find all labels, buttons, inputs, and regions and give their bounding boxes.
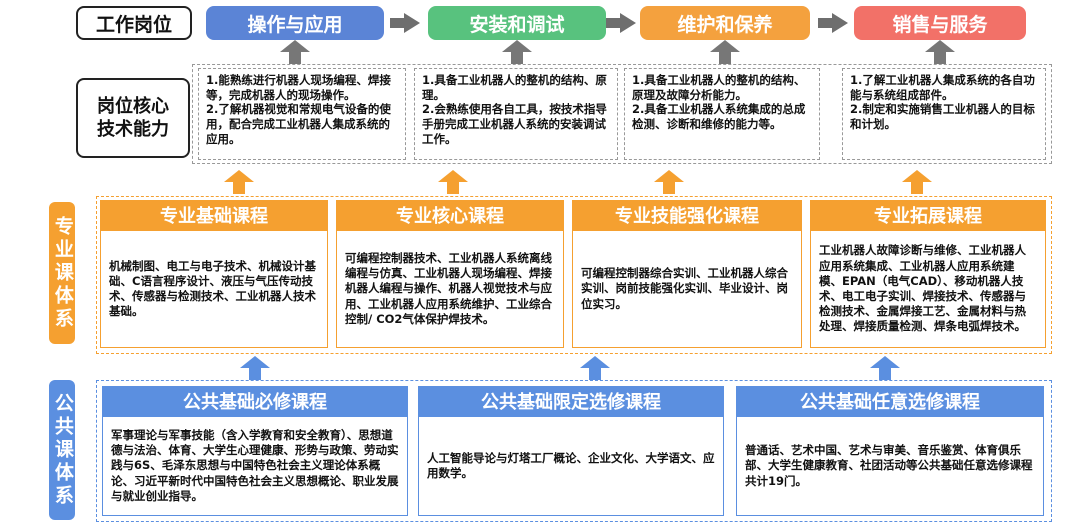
- course-content-free-elective: 普通话、艺术中国、艺术与审美、音乐鉴赏、体育俱乐部、大学生健康教育、社团活动等公…: [736, 416, 1044, 516]
- course-title-free-elective: 公共基础任意选修课程: [736, 386, 1044, 416]
- up-arrow-icon: [870, 356, 900, 380]
- up-arrow-icon: [502, 40, 532, 64]
- public-system-label: 公共课体系: [49, 380, 75, 520]
- course-title-skill: 专业技能强化课程: [572, 200, 802, 230]
- right-arrow-icon: [818, 13, 848, 33]
- up-arrow-icon: [710, 40, 740, 64]
- core-ability-installation: 1.具备工业机器人的整机的结构、原理。 2.会熟练使用各自工具，按技术指导手册完…: [414, 68, 618, 160]
- core-ability-operation: 1.能熟练进行机器人现场编程、焊接等，完成机器人的现场操作。 2.了解机器视觉和…: [198, 68, 406, 160]
- public-frame: [96, 380, 1052, 522]
- course-content-extension: 工业机器人故障诊断与维修、工业机器人应用系统集成、工业机器人应用系统建模、EPA…: [810, 230, 1046, 348]
- up-arrow-icon: [580, 356, 610, 380]
- professional-frame: [96, 196, 1052, 354]
- course-content-skill: 可编程控制器综合实训、工业机器人综合实训、岗前技能强化实训、毕业设计、岗位实习。: [572, 230, 802, 348]
- course-content-compulsory: 军事理论与军事技能（含入学教育和安全教育）、思想道德与法治、体育、大学生心理健康…: [102, 416, 408, 516]
- up-arrow-icon: [654, 170, 684, 194]
- job-position-label: 工作岗位: [76, 6, 192, 40]
- course-title-compulsory: 公共基础必修课程: [102, 386, 408, 416]
- stage-installation-debugging: 安装和调试: [428, 6, 606, 40]
- course-content-core: 可编程控制器技术、工业机器人系统离线编程与仿真、工业机器人现场编程、焊接机器人编…: [336, 230, 564, 348]
- core-ability-sales: 1.了解工业机器人集成系统的各自功能与系统组成部件。 2.制定和实施销售工业机器…: [842, 68, 1046, 160]
- right-arrow-icon: [606, 13, 636, 33]
- core-ability-maintenance: 1.具备工业机器人的整机的结构、原理及故障分析能力。 2.具备工业机器人系统集成…: [624, 68, 820, 160]
- up-arrow-icon: [902, 170, 932, 194]
- course-title-core: 专业核心课程: [336, 200, 564, 230]
- core-ability-frame: [192, 64, 1052, 164]
- stage-sales-service: 销售与服务: [854, 6, 1026, 40]
- course-title-extension: 专业拓展课程: [810, 200, 1046, 230]
- stage-maintenance: 维护和保养: [640, 6, 810, 40]
- stage-operation-application: 操作与应用: [206, 6, 384, 40]
- course-content-limited-elective: 人工智能导论与灯塔工厂概论、企业文化、大学语文、应用数学。: [418, 416, 724, 516]
- up-arrow-icon: [224, 170, 254, 194]
- professional-system-label: 专业课体系: [49, 202, 75, 344]
- course-content-basic: 机械制图、电工与电子技术、机械设计基础、C语言程序设计、液压与气压传动技术、传感…: [100, 230, 328, 348]
- right-arrow-icon: [390, 13, 420, 33]
- up-arrow-icon: [438, 170, 468, 194]
- up-arrow-icon: [240, 356, 270, 380]
- up-arrow-icon: [280, 40, 310, 64]
- up-arrow-icon: [925, 40, 955, 64]
- core-ability-label: 岗位核心 技术能力: [76, 78, 190, 158]
- course-title-limited-elective: 公共基础限定选修课程: [418, 386, 724, 416]
- course-title-basic: 专业基础课程: [100, 200, 328, 230]
